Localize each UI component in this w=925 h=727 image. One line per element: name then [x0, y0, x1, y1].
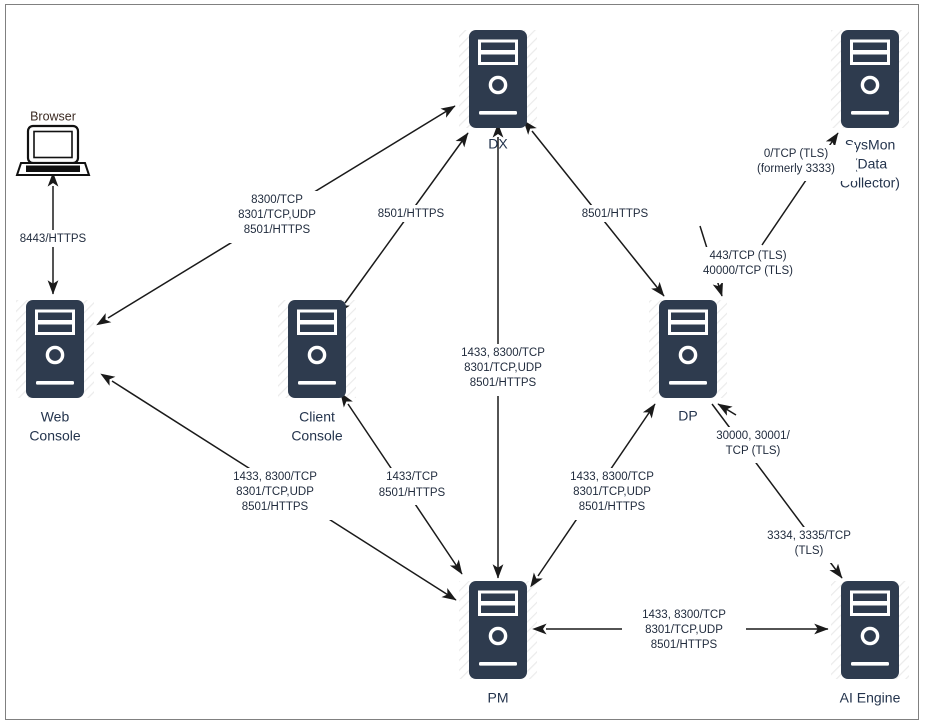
node-ai-engine[interactable]: AI Engine [839, 579, 901, 706]
server-icon [467, 28, 529, 130]
edge-label-text: 8501/HTTPS [379, 487, 446, 499]
node-label-dx: DX [488, 136, 508, 152]
edge-label-text: 8301/TCP,UDP [573, 486, 651, 498]
server-icon [839, 28, 901, 130]
edge-label-text: 8301/TCP,UDP [236, 486, 314, 498]
edge-label-text: 8443/HTTPS [20, 233, 87, 245]
node-label-pm: PM [488, 690, 509, 706]
edge-label-text: 3334, 3335/TCP [767, 530, 851, 542]
node-label-sysmon-line1: SysMon [845, 137, 896, 153]
edge-label-browser-web-console: 8443/HTTPS [8, 230, 100, 247]
edge-label-web-console-pm: 1433, 8300/TCP 8301/TCP,UDP 8501/HTTPS [213, 468, 337, 520]
node-label-browser: Browser [30, 109, 76, 123]
edge-label-text: 8301/TCP,UDP [645, 624, 723, 636]
edge-label-text: 1433, 8300/TCP [642, 609, 726, 621]
edge-label-dx-pm: 1433, 8300/TCP 8301/TCP,UDP 8501/HTTPS [441, 344, 565, 396]
edge-label-text: 1433/TCP [386, 471, 438, 483]
edge-label-client-console-pm: 1433/TCP 8501/HTTPS [366, 468, 458, 505]
edge-label-text: 8501/HTTPS [582, 208, 649, 220]
node-label-web-console-line1: Web [41, 409, 70, 425]
edge-label-dp-sysmon-upper: 0/TCP (TLS) (formerly 3333) [736, 145, 856, 181]
edge-label-client-console-dx: 8501/HTTPS [366, 205, 456, 222]
edge-label-text: 8501/HTTPS [244, 224, 311, 236]
server-icon [839, 579, 901, 681]
edge-label-text: 8501/HTTPS [651, 639, 718, 651]
node-dx[interactable]: DX [467, 28, 529, 152]
node-label-ai-engine: AI Engine [840, 690, 901, 706]
server-icon [24, 298, 86, 400]
edge-label-text: 40000/TCP (TLS) [703, 265, 793, 277]
edge-label-text: 8301/TCP,UDP [464, 362, 542, 374]
laptop-icon [15, 124, 91, 176]
edge-label-pm-ai-engine: 1433, 8300/TCP 8301/TCP,UDP 8501/HTTPS [622, 606, 746, 658]
node-pm[interactable]: PM [467, 579, 529, 706]
edge-label-text: 1433, 8300/TCP [461, 347, 545, 359]
node-label-dp: DP [678, 408, 697, 424]
server-icon [286, 298, 348, 400]
node-browser[interactable]: Browser [15, 109, 91, 176]
edge-ai-engine-dp [717, 403, 737, 416]
edge-label-web-console-dx: 8300/TCP 8301/TCP,UDP 8501/HTTPS [222, 191, 334, 243]
edge-label-text: 0/TCP (TLS) [764, 148, 828, 160]
edge-label-text: 1433, 8300/TCP [570, 471, 654, 483]
node-label-web-console-line2: Console [29, 428, 81, 444]
edge-label-text: 1433, 8300/TCP [233, 471, 317, 483]
node-dp[interactable]: DP [657, 298, 719, 424]
edge-label-text: 443/TCP (TLS) [709, 250, 786, 262]
edge-label-dx-dp: 8501/HTTPS [570, 205, 660, 222]
edge-label-text: 8501/HTTPS [579, 501, 646, 513]
edge-label-pm-dp: 1433, 8300/TCP 8301/TCP,UDP 8501/HTTPS [550, 468, 674, 520]
node-web-console[interactable]: Web Console [24, 298, 86, 444]
edge-label-text: TCP (TLS) [726, 445, 781, 457]
node-label-sysmon-line2: (Data [853, 156, 887, 172]
edge-label-text: 8501/HTTPS [378, 208, 445, 220]
edge-label-dp-sysmon-lower: 443/TCP (TLS) 40000/TCP (TLS) [686, 247, 810, 283]
edge-label-text: (TLS) [795, 545, 824, 557]
server-icon [657, 298, 719, 400]
edge-label-dp-ai-engine-lower: 3334, 3335/TCP (TLS) [752, 527, 866, 563]
edge-label-dp-ai-engine-upper: 30000, 30001/ TCP (TLS) [698, 427, 808, 463]
edge-label-text: 8300/TCP [251, 194, 303, 206]
server-icon [467, 579, 529, 681]
node-label-client-console-line1: Client [299, 409, 335, 425]
node-label-client-console-line2: Console [291, 428, 343, 444]
edge-label-text: 8501/HTTPS [242, 501, 309, 513]
edge-label-text: (formerly 3333) [757, 163, 835, 175]
edge-label-text: 8301/TCP,UDP [238, 209, 316, 221]
edge-label-text: 30000, 30001/ [716, 430, 790, 442]
node-client-console[interactable]: Client Console [286, 298, 348, 444]
edge-label-text: 8501/HTTPS [470, 377, 537, 389]
